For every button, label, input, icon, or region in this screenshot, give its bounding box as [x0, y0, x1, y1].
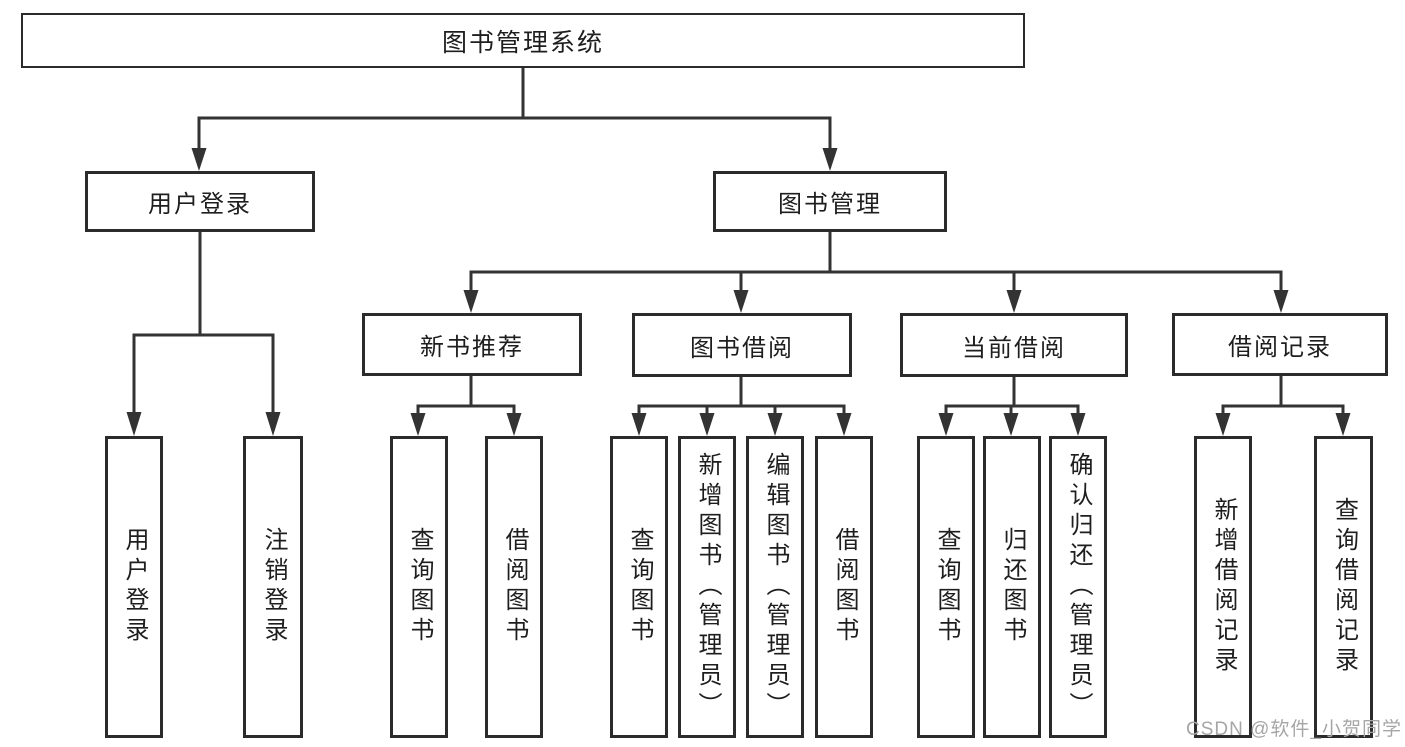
leaf-add-borrow-record: 新增借阅记录 [1194, 436, 1252, 738]
arrowhead-icon [265, 412, 281, 436]
node-label: 图书管理系统 [441, 28, 604, 57]
leaf-return-books: 归还图书 [983, 436, 1041, 738]
node-label: 确认归还（管理员） [1065, 452, 1092, 722]
leaf-query-borrow-record: 查询借阅记录 [1314, 436, 1373, 738]
leaf-add-books-admin: 新增图书（管理员） [678, 436, 736, 738]
leaf-query-books-borrow: 查询图书 [610, 436, 668, 738]
arrowhead-icon [938, 413, 954, 436]
arrowhead-icon [631, 413, 647, 436]
arrowhead-icon [410, 413, 426, 436]
connector-bookborrow-to-leaves [631, 375, 852, 436]
node-label: 新增图书（管理员） [694, 452, 721, 722]
node-label: 注销登录 [260, 527, 287, 647]
connector-currentborrow-to-leaves [938, 375, 1086, 436]
connector-bookmgmt-to-level3 [463, 230, 1289, 313]
node-new-book-recommend: 新书推荐 [362, 313, 582, 376]
node-label: 编辑图书（管理员） [762, 452, 789, 722]
node-label: 新书推荐 [420, 334, 524, 361]
node-label: 借阅图书 [831, 527, 858, 647]
node-root-system: 图书管理系统 [21, 13, 1025, 68]
arrowhead-icon [733, 290, 749, 313]
node-label: 查询图书 [933, 527, 960, 647]
arrowhead-icon [1070, 413, 1086, 436]
node-label: 新增借阅记录 [1210, 497, 1237, 677]
arrowhead-icon [506, 413, 522, 436]
node-label: 借阅记录 [1228, 334, 1332, 361]
node-label: 用户登录 [121, 527, 148, 647]
leaf-query-books-recommend: 查询图书 [390, 436, 448, 738]
node-label: 归还图书 [999, 527, 1026, 647]
node-book-borrow: 图书借阅 [632, 313, 852, 377]
arrowhead-icon [191, 148, 207, 171]
arrowhead-icon [463, 290, 479, 313]
leaf-confirm-return-admin: 确认归还（管理员） [1049, 436, 1107, 738]
node-label: 图书借阅 [690, 334, 794, 362]
arrowhead-icon [1335, 413, 1351, 436]
leaf-edit-books-admin: 编辑图书（管理员） [746, 436, 804, 738]
node-label: 借阅图书 [501, 527, 528, 647]
connector-userlogin-to-leaves [126, 230, 281, 436]
node-borrow-records: 借阅记录 [1172, 313, 1388, 376]
arrowhead-icon [1273, 290, 1289, 313]
connector-root-to-level2 [191, 66, 838, 171]
node-label: 图书管理 [778, 191, 882, 218]
node-label: 当前借阅 [962, 334, 1066, 362]
arrowhead-icon [1003, 413, 1019, 436]
leaf-borrow-books-recommend: 借阅图书 [485, 436, 543, 738]
leaf-user-login: 用户登录 [105, 436, 163, 738]
node-label: 查询图书 [406, 527, 433, 647]
node-label: 用户登录 [148, 191, 252, 218]
leaf-query-books-current: 查询图书 [917, 436, 975, 738]
node-book-management: 图书管理 [713, 171, 947, 232]
arrowhead-icon [126, 412, 142, 436]
watermark: CSDN @软件_小贺同学 [1186, 719, 1402, 740]
connector-newbooks-to-leaves [410, 374, 522, 436]
arrowhead-icon [822, 148, 838, 171]
arrowhead-icon [1006, 290, 1022, 313]
leaf-logout: 注销登录 [243, 436, 303, 738]
arrowhead-icon [1215, 413, 1231, 436]
node-user-login: 用户登录 [85, 171, 315, 232]
arrowhead-icon [767, 413, 783, 436]
arrowhead-icon [699, 413, 715, 436]
node-label: 查询图书 [626, 527, 653, 647]
node-label: 查询借阅记录 [1330, 497, 1358, 677]
arrowhead-icon [836, 413, 852, 436]
node-current-borrow: 当前借阅 [900, 313, 1128, 377]
connector-borrowrecords-to-leaves [1215, 374, 1351, 436]
leaf-borrow-books: 借阅图书 [815, 436, 873, 738]
